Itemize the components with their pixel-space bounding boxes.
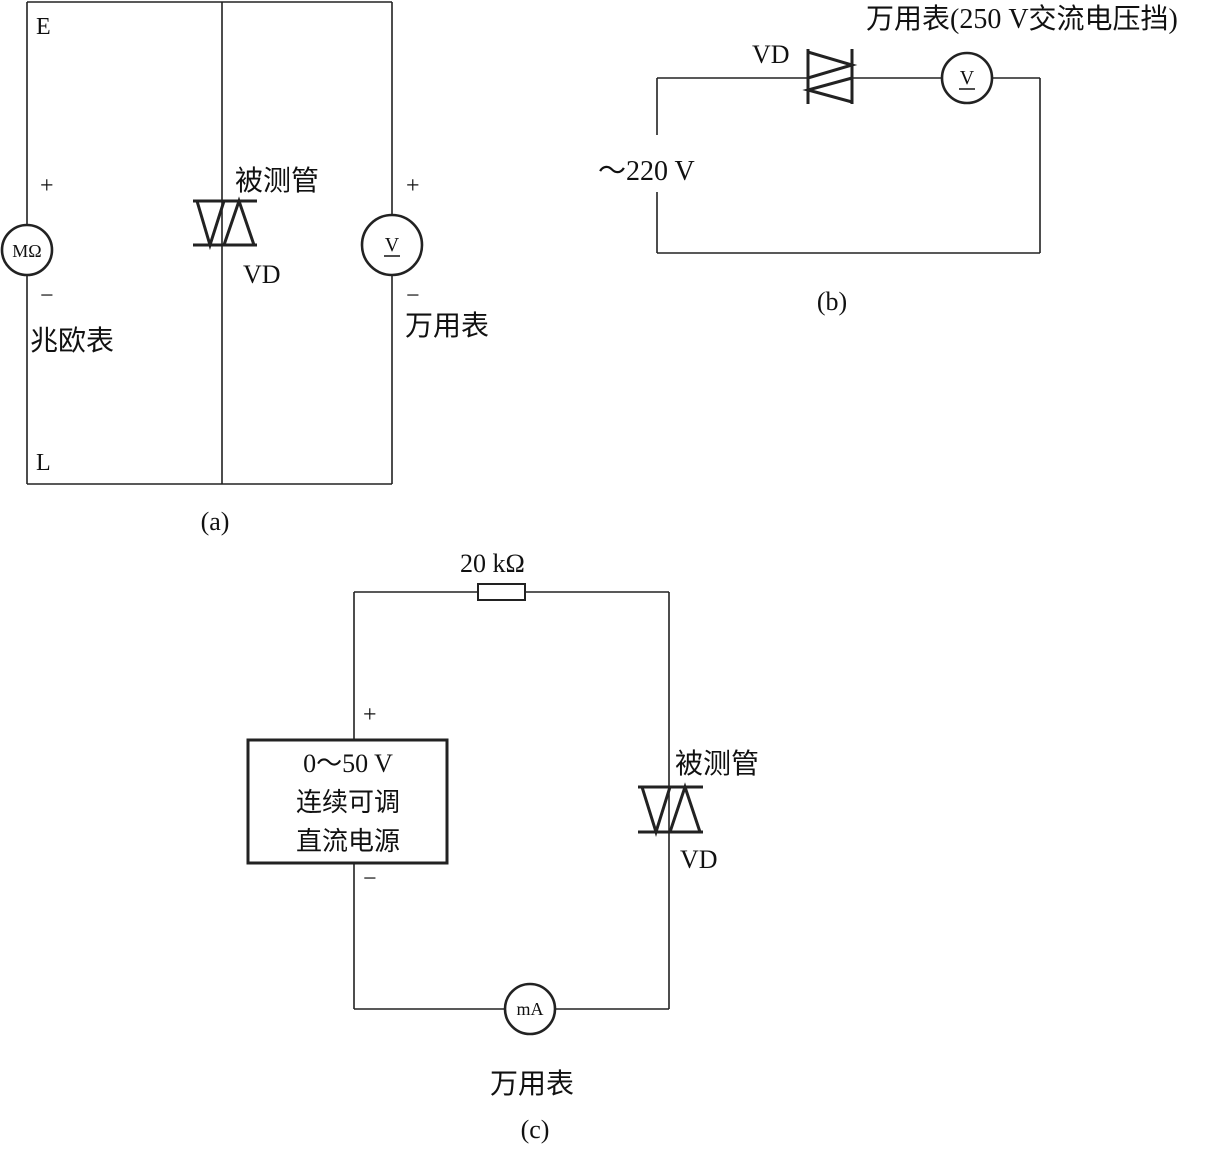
power-supply-range: 0～50 V (303, 749, 393, 778)
ammeter-circle-icon (503, 982, 557, 1036)
ammeter-symbol: mA (517, 999, 544, 1019)
megohmmeter-minus: − (40, 283, 54, 309)
figure-a: E L MΩ + − 兆欧表 被测管 VD V + − 万用表 (a) (0, 1, 489, 536)
triac-symbol-icon (638, 782, 703, 838)
power-supply-box (246, 738, 449, 865)
caption-b: (b) (817, 287, 847, 316)
ammeter-label: 万用表 (490, 1068, 574, 1100)
voltmeter-symbol: V (385, 234, 400, 256)
voltmeter-plus: + (406, 173, 420, 199)
dc-power-supply: 0～50 V 连续可调 直流电源 (246, 738, 449, 865)
terminal-l-label: L (36, 450, 51, 476)
voltmeter: V (360, 213, 424, 277)
power-supply-type: 直流电源 (296, 827, 400, 856)
power-supply-minus: − (363, 866, 377, 892)
power-supply-plus: + (363, 702, 377, 728)
source-label: ～220 V (598, 156, 695, 187)
voltmeter-symbol: V (960, 67, 975, 89)
ammeter: mA (503, 982, 557, 1036)
caption-a: (a) (201, 507, 230, 536)
terminal-e-label: E (36, 14, 51, 40)
megohmmeter: MΩ (0, 223, 54, 277)
voltmeter-circle-icon (940, 51, 994, 105)
voltmeter: V (940, 51, 994, 105)
power-supply-adjustable: 连续可调 (296, 788, 400, 817)
device-label: 被测管 (235, 165, 319, 197)
triac-symbol-icon (193, 196, 257, 251)
caption-c: (c) (521, 1115, 550, 1144)
figure-c: 20 kΩ 0～50 V 连续可调 直流电源 + − 被测管 VD mA 万用表… (246, 549, 759, 1144)
megohmmeter-plus: + (40, 173, 54, 199)
triac-symbol-icon (802, 49, 858, 104)
voltmeter-circle-icon (360, 213, 424, 277)
figure-b: VD V 万用表(250 V交流电压挡) ～220 V (b) (598, 3, 1178, 316)
megohmmeter-symbol: MΩ (12, 241, 41, 261)
meter-label: 万用表(250 V交流电压挡) (866, 3, 1178, 35)
megohmmeter-circle-icon (0, 223, 54, 277)
resistor-icon (477, 583, 526, 601)
voltmeter-label: 万用表 (405, 310, 489, 342)
megohmmeter-label: 兆欧表 (30, 325, 114, 357)
device-ref: VD (243, 260, 281, 289)
voltmeter-minus: − (406, 283, 420, 309)
resistor-label: 20 kΩ (460, 549, 525, 578)
device-ref: VD (752, 40, 790, 69)
device-label: 被测管 (675, 748, 759, 780)
device-ref: VD (680, 845, 718, 874)
